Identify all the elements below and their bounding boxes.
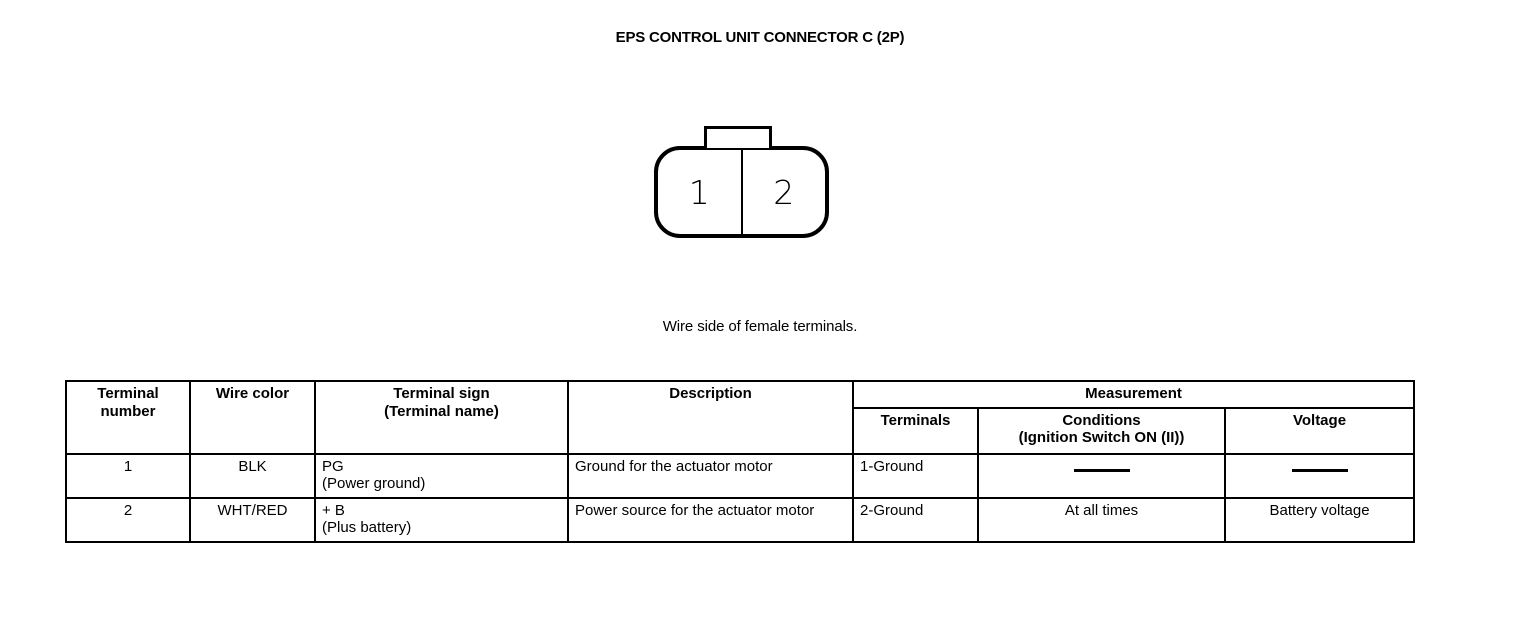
- header-terminals: Terminals: [852, 406, 979, 455]
- header-terminal-sign-line2: (Terminal name): [384, 402, 499, 420]
- header-conditions-line2: (Ignition Switch ON (II)): [1018, 429, 1185, 447]
- header-terminals-label: Terminals: [880, 411, 951, 429]
- em-dash-icon: [1073, 469, 1130, 473]
- header-terminal-number-line2: number: [100, 402, 156, 420]
- value-terminal-sign-line1: PG: [322, 457, 344, 475]
- header-row-secondary: Terminals Conditions (Ignition Switch ON…: [66, 406, 1416, 455]
- value-terminals: 2-Ground: [860, 501, 924, 519]
- value-voltage: Battery voltage: [1269, 501, 1370, 519]
- table-row: 1 BLK PG (Power ground) Ground for the a…: [65, 452, 1416, 499]
- figure-caption: Wire side of female terminals.: [662, 318, 858, 335]
- cell-terminal-sign: + B (Plus battery): [314, 496, 569, 543]
- header-terminal-number-line1: Terminal: [97, 385, 159, 402]
- header-conditions: Conditions (Ignition Switch ON (II)): [977, 406, 1226, 455]
- value-description: Power source for the actuator motor: [575, 501, 815, 519]
- value-terminals: 1-Ground: [860, 457, 924, 475]
- cell-wire-color: BLK: [189, 452, 316, 499]
- value-terminal-sign-line2: (Plus battery): [322, 519, 412, 537]
- table-row: 2 WHT/RED + B (Plus battery) Power sourc…: [65, 496, 1416, 543]
- cell-terminal-number: 2: [65, 496, 191, 543]
- value-terminal-sign-line2: (Power ground): [322, 475, 426, 493]
- header-terminal-sign: Terminal sign (Terminal name): [314, 380, 569, 455]
- cell-voltage: Battery voltage: [1223, 496, 1416, 543]
- header-terminal-sign-line1: Terminal sign: [393, 385, 490, 402]
- table-header: Terminal number Wire color Terminal sign…: [65, 380, 1416, 455]
- header-description: Description: [567, 380, 854, 455]
- header-wire-color-label: Wire color: [215, 385, 290, 402]
- cell-description: Ground for the actuator motor: [567, 452, 854, 499]
- header-voltage-label: Voltage: [1292, 411, 1347, 429]
- header-description-label: Description: [669, 385, 752, 402]
- em-dash-icon: [1291, 469, 1348, 473]
- connector-body: 1 2: [654, 146, 829, 238]
- cell-description: Power source for the actuator motor: [567, 496, 854, 543]
- cell-terminals: 2-Ground: [852, 496, 979, 543]
- header-measurement-group: Measurement: [851, 380, 1416, 409]
- header-row-primary: Terminal number Wire color Terminal sign…: [65, 380, 1416, 455]
- connector-pin-1: 1: [658, 150, 743, 234]
- value-conditions: At all times: [1064, 501, 1139, 519]
- cell-voltage: [1223, 452, 1416, 499]
- header-wire-color: Wire color: [189, 380, 316, 455]
- cell-terminal-number: 1: [65, 452, 191, 499]
- value-terminal-sign-line1: + B: [322, 501, 345, 519]
- header-measurement-label: Measurement: [1085, 385, 1182, 402]
- terminal-spec-table-container: Terminal number Wire color Terminal sign…: [65, 380, 1416, 543]
- value-wire-color: WHT/RED: [217, 501, 288, 519]
- value-terminal-number: 1: [123, 457, 133, 475]
- value-wire-color: BLK: [238, 457, 267, 475]
- value-description: Ground for the actuator motor: [575, 457, 773, 475]
- value-terminal-number: 2: [123, 501, 133, 519]
- header-voltage: Voltage: [1223, 406, 1416, 455]
- cell-terminals: 1-Ground: [852, 452, 979, 499]
- cell-terminal-sign: PG (Power ground): [314, 452, 569, 499]
- header-terminal-number: Terminal number: [65, 380, 191, 455]
- cell-conditions: [977, 452, 1226, 499]
- table-body: 1 BLK PG (Power ground) Ground for the a…: [65, 452, 1416, 543]
- cell-wire-color: WHT/RED: [189, 496, 316, 543]
- connector-diagram: 1 2: [640, 120, 850, 250]
- connector-locking-tab: [704, 126, 772, 148]
- terminal-spec-table: Terminal number Wire color Terminal sign…: [65, 380, 1416, 543]
- cell-conditions: At all times: [977, 496, 1226, 543]
- connector-pin-2: 2: [773, 172, 795, 212]
- page-title: EPS CONTROL UNIT CONNECTOR C (2P): [615, 29, 905, 46]
- header-conditions-line1: Conditions: [1062, 411, 1141, 429]
